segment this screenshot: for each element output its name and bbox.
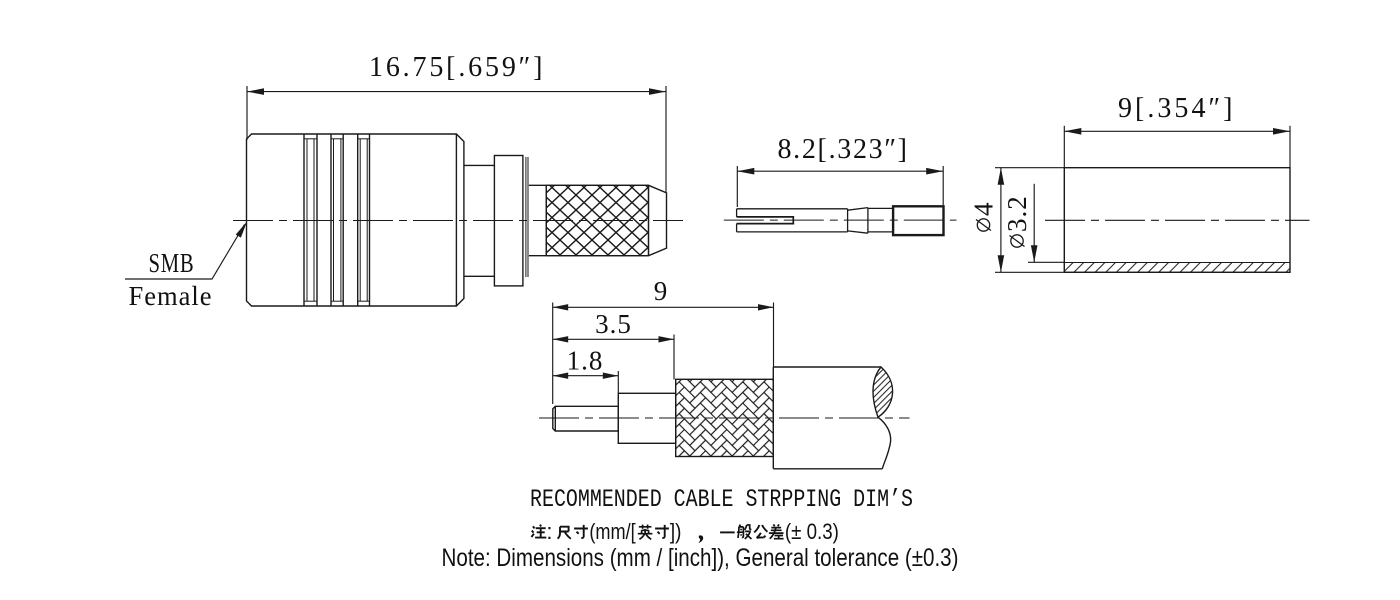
svg-text:9[.354″]: 9[.354″] xyxy=(1118,93,1234,124)
svg-text:3.5: 3.5 xyxy=(595,309,632,339)
svg-text:16.75[.659″]: 16.75[.659″] xyxy=(369,52,544,83)
svg-text:(± 0.3): (± 0.3) xyxy=(785,519,839,544)
svg-text::: : xyxy=(546,519,552,544)
svg-text:Note: Dimensions (mm / [inch]): Note: Dimensions (mm / [inch]), General … xyxy=(442,544,959,572)
svg-text:RECOMMENDED CABLE STRPPING DIM: RECOMMENDED CABLE STRPPING DIM’S xyxy=(530,485,913,514)
svg-text:1.8: 1.8 xyxy=(567,346,604,376)
svg-text:3.2: 3.2 xyxy=(1002,195,1032,232)
svg-text:(mm/[: (mm/[ xyxy=(589,519,635,544)
svg-text:SMB: SMB xyxy=(149,248,195,278)
svg-text:8.2[.323″]: 8.2[.323″] xyxy=(778,134,909,165)
svg-text:]): ]) xyxy=(670,519,682,544)
svg-text:Female: Female xyxy=(129,281,213,311)
svg-text:4: 4 xyxy=(969,202,999,217)
svg-text:9: 9 xyxy=(654,276,669,306)
